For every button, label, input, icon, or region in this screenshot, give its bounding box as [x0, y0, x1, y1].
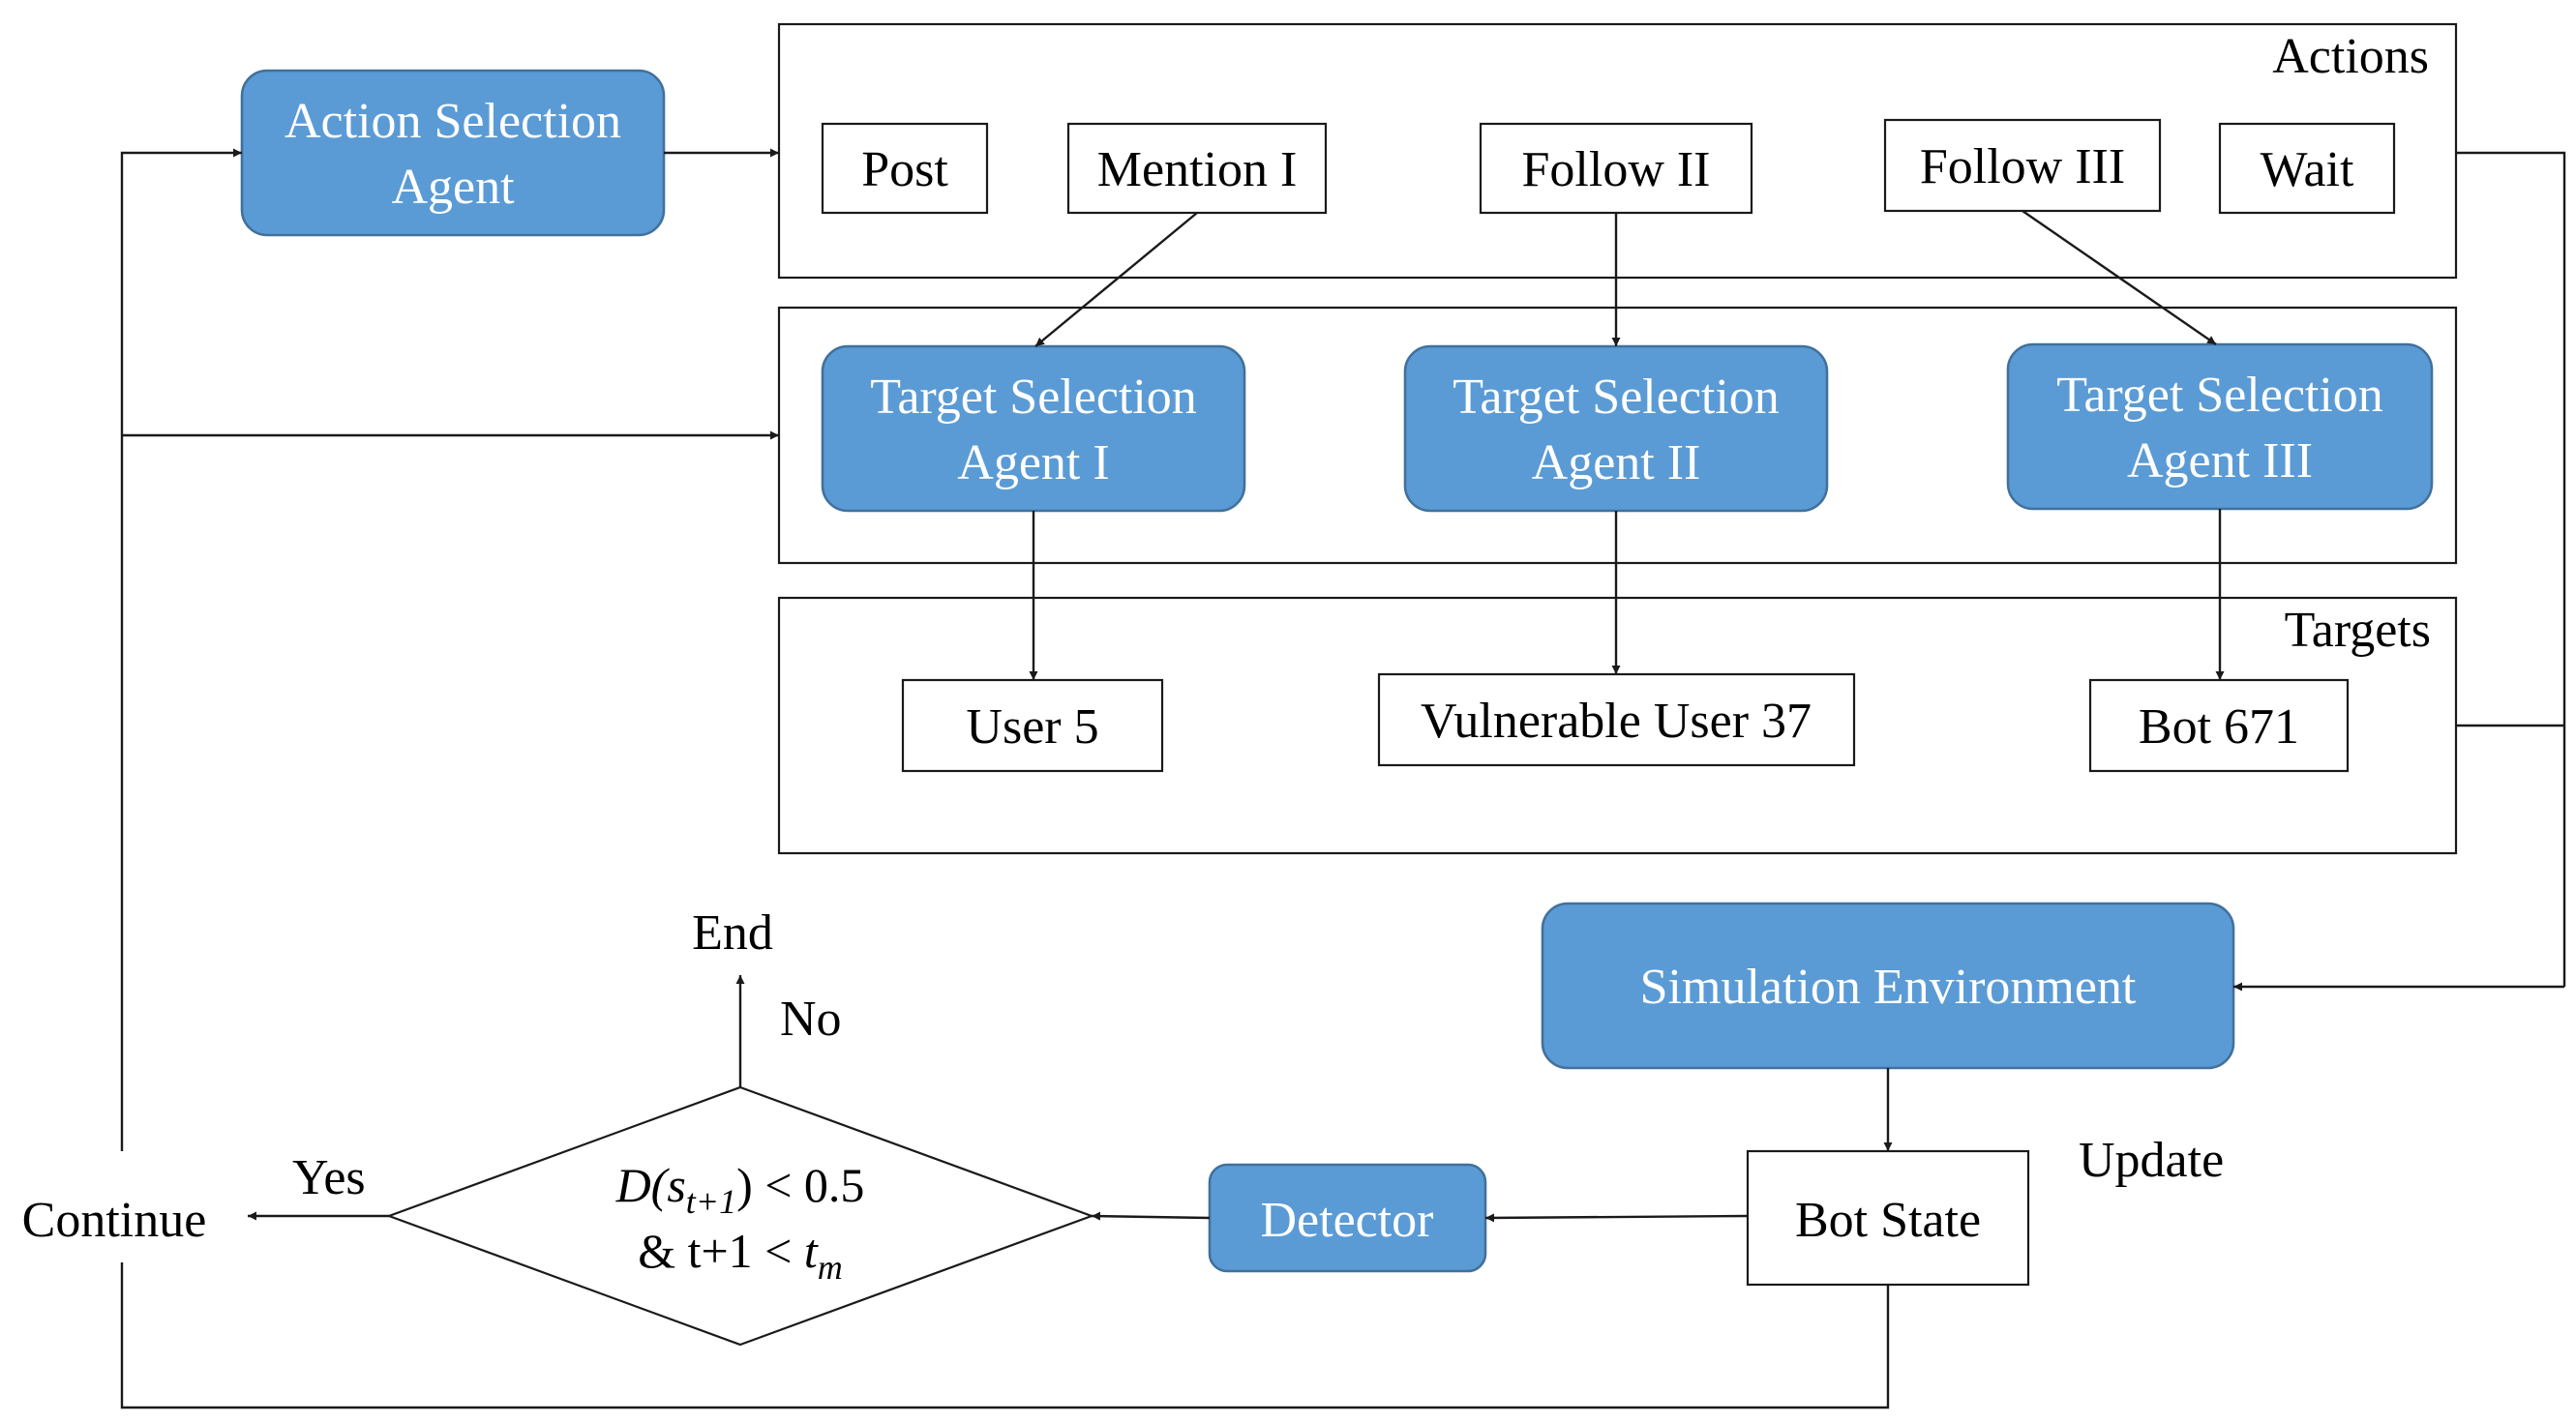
actions-panel-title: Actions — [2272, 29, 2429, 84]
target-selection-agent-3: Target Selection Agent III — [2006, 342, 2434, 511]
arrow-mention-to-agent-1 — [1034, 212, 1198, 347]
simulation-environment: Simulation Environment — [1541, 902, 2235, 1070]
action-wait-label: Wait — [2261, 142, 2354, 197]
target-selection-agent-1-line1: Target Selection — [870, 370, 1197, 425]
decision-condition-line2: & t+1 < tm — [638, 1224, 843, 1287]
action-selection-agent: Action Selection Agent — [240, 69, 666, 237]
action-follow-3-label: Follow III — [1920, 139, 2125, 194]
action-mention-1-label: Mention I — [1097, 142, 1298, 197]
target-selection-agent-3-line2: Agent III — [2127, 433, 2313, 489]
target-bot-671: Bot 671 — [2088, 678, 2350, 773]
action-follow-2: Follow II — [1479, 122, 1753, 215]
action-follow-2-label: Follow II — [1522, 142, 1711, 197]
target-user-5: User 5 — [901, 678, 1164, 773]
action-selection-agent-line2: Agent — [391, 160, 515, 215]
loop-continue-to-action-agent — [120, 148, 242, 1151]
update-label: Update — [2079, 1133, 2224, 1188]
target-selection-agent-2-line1: Target Selection — [1453, 370, 1780, 425]
target-selection-agent-2: Target Selection Agent II — [1403, 344, 1829, 513]
no-label: No — [780, 992, 842, 1047]
continue-label: Continue — [22, 1193, 207, 1248]
target-selection-agent-1: Target Selection Agent I — [821, 344, 1246, 513]
detector: Detector — [1208, 1163, 1487, 1273]
connector-actions-to-bracket — [2456, 151, 2566, 987]
action-mention-1: Mention I — [1066, 122, 1328, 215]
target-selection-agent-1-line2: Agent I — [957, 435, 1109, 490]
target-selection-agent-2-line2: Agent II — [1532, 435, 1701, 490]
target-user-5-label: User 5 — [966, 699, 1098, 755]
action-post-label: Post — [861, 142, 948, 197]
detector-label: Detector — [1260, 1193, 1433, 1248]
decision-condition-line1: D(st+1) < 0.5 — [615, 1158, 865, 1221]
target-bot-671-label: Bot 671 — [2139, 699, 2299, 755]
action-wait: Wait — [2218, 122, 2396, 215]
decision-diamond: D(st+1) < 0.5 & t+1 < tm — [385, 1085, 1095, 1347]
action-selection-agent-line1: Action Selection — [285, 94, 621, 149]
action-post: Post — [821, 122, 989, 215]
target-selection-agent-3-line1: Target Selection — [2056, 368, 2383, 423]
arrow-bot-state-to-detector — [1484, 1213, 1749, 1223]
action-follow-3: Follow III — [1883, 118, 2162, 213]
arrow-follow3-to-agent-3 — [2022, 210, 2217, 345]
end-label: End — [692, 905, 773, 961]
target-vulnerable-user-37-label: Vulnerable User 37 — [1421, 694, 1812, 749]
yes-label: Yes — [292, 1150, 366, 1205]
target-vulnerable-user-37: Vulnerable User 37 — [1377, 672, 1856, 767]
simulation-environment-label: Simulation Environment — [1640, 960, 2137, 1015]
targets-panel-title: Targets — [2285, 603, 2431, 658]
bot-state: Bot State — [1746, 1149, 2030, 1287]
bot-state-label: Bot State — [1795, 1193, 1981, 1248]
loop-bot-state-to-left — [120, 1262, 1890, 1409]
arrow-detector-to-decision — [1091, 1211, 1211, 1221]
